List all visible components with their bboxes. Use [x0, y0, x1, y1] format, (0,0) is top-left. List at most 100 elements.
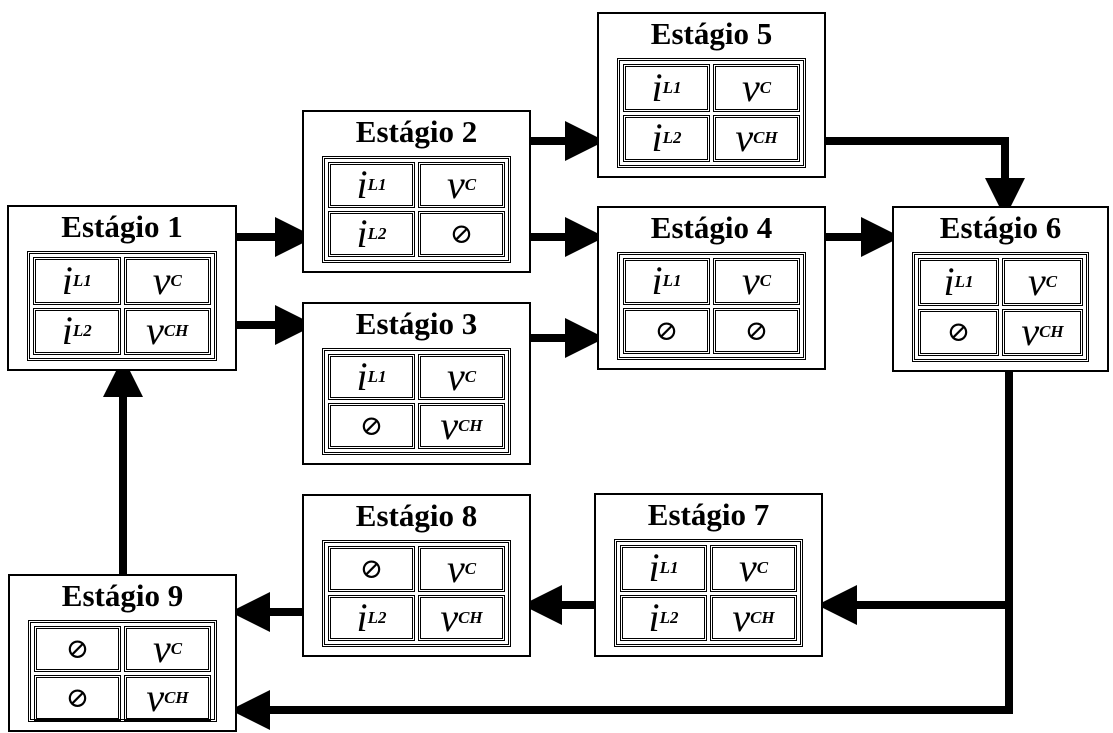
variable-subscript: L1: [72, 270, 92, 290]
stage-title: Estágio 3: [355, 306, 478, 341]
variable-subscript: L2: [367, 224, 387, 243]
variable-symbol: v: [440, 595, 459, 640]
variable-symbol: i: [651, 64, 663, 110]
variable-subscript: L1: [367, 175, 387, 194]
variable-symbol: i: [356, 211, 368, 256]
variable-subscript: C: [759, 77, 772, 97]
variable-symbol: v: [152, 626, 171, 671]
null-symbol-icon: ⊘: [359, 411, 384, 442]
variable-symbol: i: [356, 595, 368, 640]
stage-title: Estágio 9: [61, 578, 184, 613]
null-state-cell: ⊘: [34, 626, 121, 672]
variable-subscript: C: [464, 175, 477, 194]
null-symbol-icon: ⊘: [65, 683, 90, 714]
stage-title: Estágio 8: [355, 498, 478, 533]
variable-subscript: CH: [163, 321, 189, 341]
variable-symbol: i: [356, 162, 368, 207]
null-symbol-icon: ⊘: [654, 315, 679, 347]
variable-subscript: L1: [367, 367, 387, 386]
variable-symbol: v: [738, 545, 757, 591]
null-state-cell: ⊘: [34, 675, 121, 721]
variable-symbol: i: [61, 308, 73, 354]
null-symbol-icon: ⊘: [65, 634, 90, 665]
variable-symbol: i: [61, 257, 73, 303]
variable-symbol: i: [648, 545, 660, 591]
variable-subscript: C: [170, 639, 183, 658]
variable-symbol: i: [651, 258, 663, 304]
variable-subscript: L1: [659, 558, 679, 578]
variable-symbol: v: [446, 162, 465, 207]
null-state-cell: ⊘: [328, 546, 415, 592]
null-state-cell: ⊘: [623, 307, 710, 354]
null-symbol-icon: ⊘: [744, 315, 769, 347]
variable-symbol: v: [446, 354, 465, 399]
variable-symbol: v: [152, 257, 171, 303]
variable-subscript: L1: [662, 77, 682, 97]
variable-subscript: C: [464, 559, 477, 578]
variable-subscript: CH: [750, 607, 775, 627]
variable-subscript: CH: [753, 128, 778, 148]
variable-subscript: L1: [954, 271, 974, 291]
variable-symbol: v: [446, 546, 465, 591]
null-symbol-icon: ⊘: [946, 317, 971, 349]
stage-title: Estágio 6: [939, 210, 1062, 245]
variable-subscript: L2: [72, 321, 92, 341]
stage-title: Estágio 7: [647, 497, 770, 532]
variable-subscript: CH: [1039, 322, 1064, 342]
variable-symbol: v: [1027, 258, 1046, 304]
variable-symbol: v: [741, 64, 760, 110]
variable-subscript: C: [464, 367, 477, 386]
variable-subscript: C: [1045, 271, 1058, 291]
stage-title: Estágio 1: [61, 209, 183, 244]
variable-symbol: v: [146, 675, 165, 720]
null-symbol-icon: ⊘: [449, 219, 474, 250]
stage-title: Estágio 4: [650, 210, 773, 245]
arrow-6-to-9: [230, 605, 1013, 730]
variable-symbol: v: [440, 403, 459, 448]
null-state-cell: ⊘: [918, 308, 999, 356]
variable-subscript: C: [756, 558, 769, 578]
variable-subscript: L2: [659, 607, 679, 627]
variable-subscript: L2: [367, 608, 387, 627]
null-state-cell: ⊘: [713, 307, 800, 354]
variable-symbol: v: [741, 258, 760, 304]
variable-subscript: C: [170, 270, 182, 290]
variable-symbol: i: [356, 354, 368, 399]
arrow-5-to-6: [826, 137, 1025, 218]
variable-symbol: i: [651, 115, 663, 161]
